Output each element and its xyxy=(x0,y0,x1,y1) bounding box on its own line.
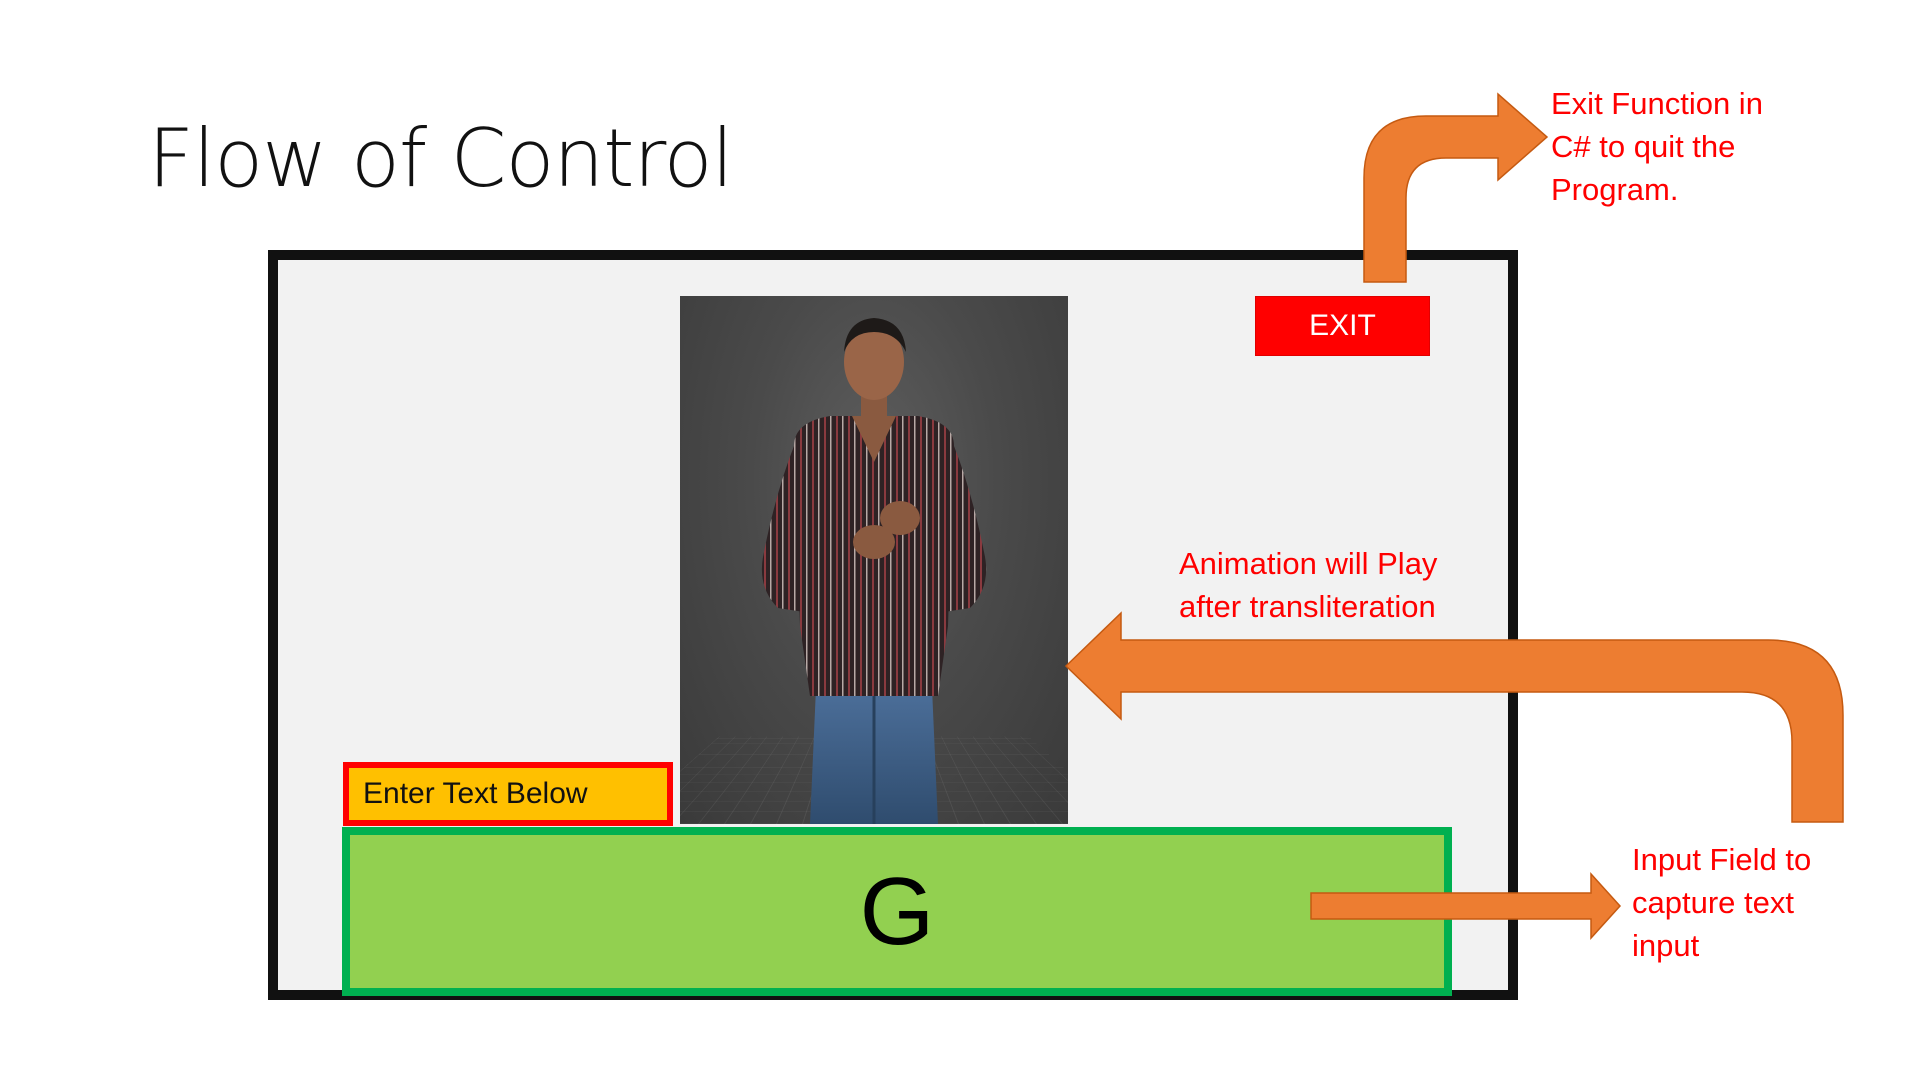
avatar-figure xyxy=(761,318,987,824)
input-annotation-line: Input Field to xyxy=(1632,842,1812,877)
exit-annotation-line: C# to quit the xyxy=(1551,129,1736,164)
enter-text-label: Enter Text Below xyxy=(343,762,673,826)
exit-annotation: Exit Function in C# to quit the Program. xyxy=(1551,82,1763,211)
input-annotation-line: input xyxy=(1632,928,1700,963)
input-value: G xyxy=(859,857,935,965)
exit-button[interactable]: EXIT xyxy=(1255,296,1430,356)
input-annotation: Input Field to capture text input xyxy=(1632,838,1811,967)
animation-annotation-line: Animation will Play xyxy=(1179,546,1438,581)
animation-annotation-line: after transliteration xyxy=(1179,589,1436,624)
slide-title: Flow of Control xyxy=(148,112,734,205)
input-annotation-line: capture text xyxy=(1632,885,1794,920)
text-input-field[interactable]: G xyxy=(342,827,1452,996)
exit-annotation-line: Program. xyxy=(1551,172,1679,207)
animation-annotation: Animation will Play after transliteratio… xyxy=(1179,542,1437,628)
animation-viewport xyxy=(680,296,1068,824)
exit-annotation-line: Exit Function in xyxy=(1551,86,1763,121)
